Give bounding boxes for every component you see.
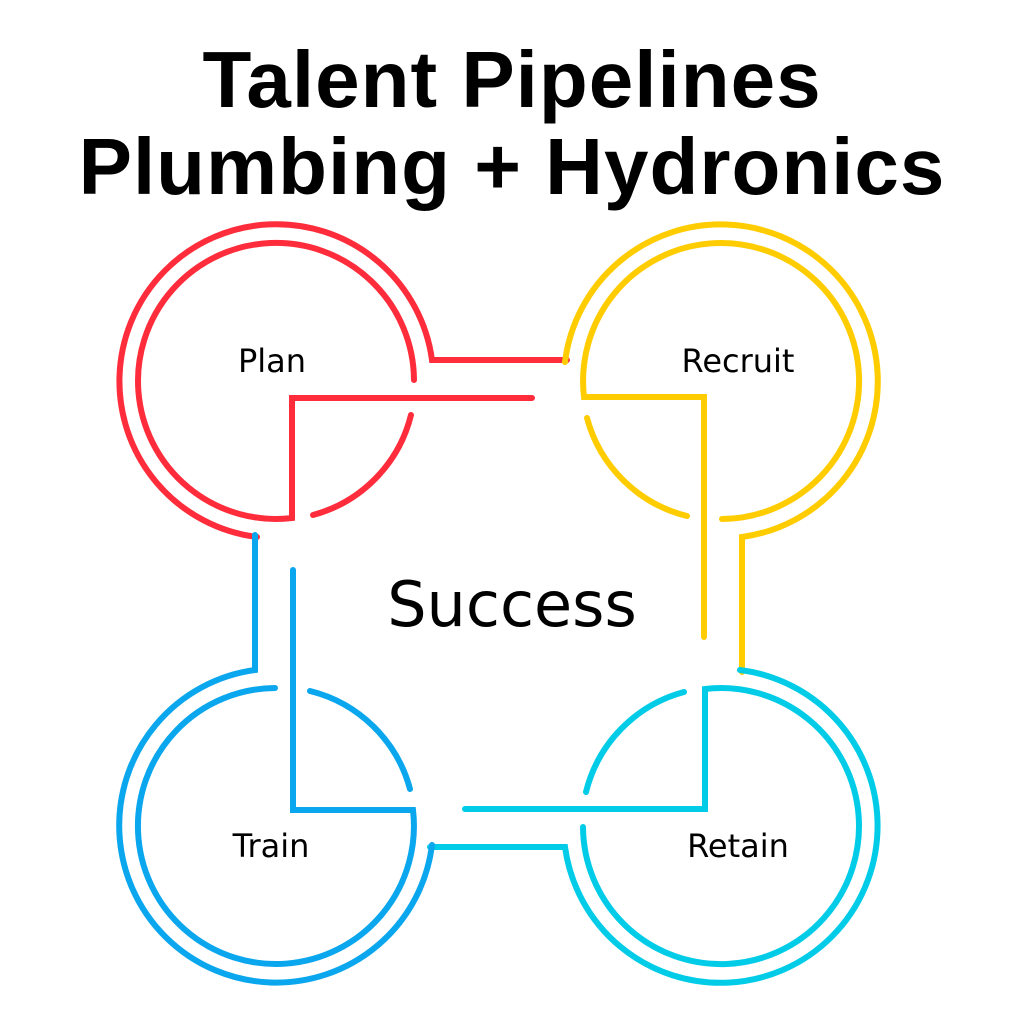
stage-label-recruit: Recruit	[682, 342, 795, 380]
retain-outer-pipe	[427, 667, 881, 986]
stage-label-train: Train	[232, 827, 310, 865]
retain-inner-pipe	[462, 685, 862, 968]
title-line-2: Plumbing + Hydronics	[78, 122, 946, 211]
stage-pipe-train	[116, 532, 435, 986]
recruit-outer-pipe	[562, 221, 881, 675]
plan-inner-arc	[310, 412, 414, 518]
stage-label-retain: Retain	[687, 827, 789, 865]
train-inner-arc	[307, 688, 413, 792]
train-outer-pipe	[116, 532, 435, 986]
plan-outer-pipe	[116, 221, 570, 540]
stage-label-plan: Plan	[238, 342, 306, 380]
train-inner-pipe	[134, 567, 417, 967]
recruit-inner-arc	[584, 415, 690, 519]
stage-pipe-recruit	[562, 221, 881, 675]
center-label-success: Success	[387, 568, 637, 641]
stage-pipe-plan	[116, 221, 570, 540]
recruit-inner-pipe	[580, 240, 863, 640]
title-line-1: Talent Pipelines	[202, 35, 822, 124]
stage-pipe-retain	[427, 667, 881, 986]
plan-inner-pipe	[135, 239, 535, 522]
retain-inner-arc	[583, 689, 687, 795]
